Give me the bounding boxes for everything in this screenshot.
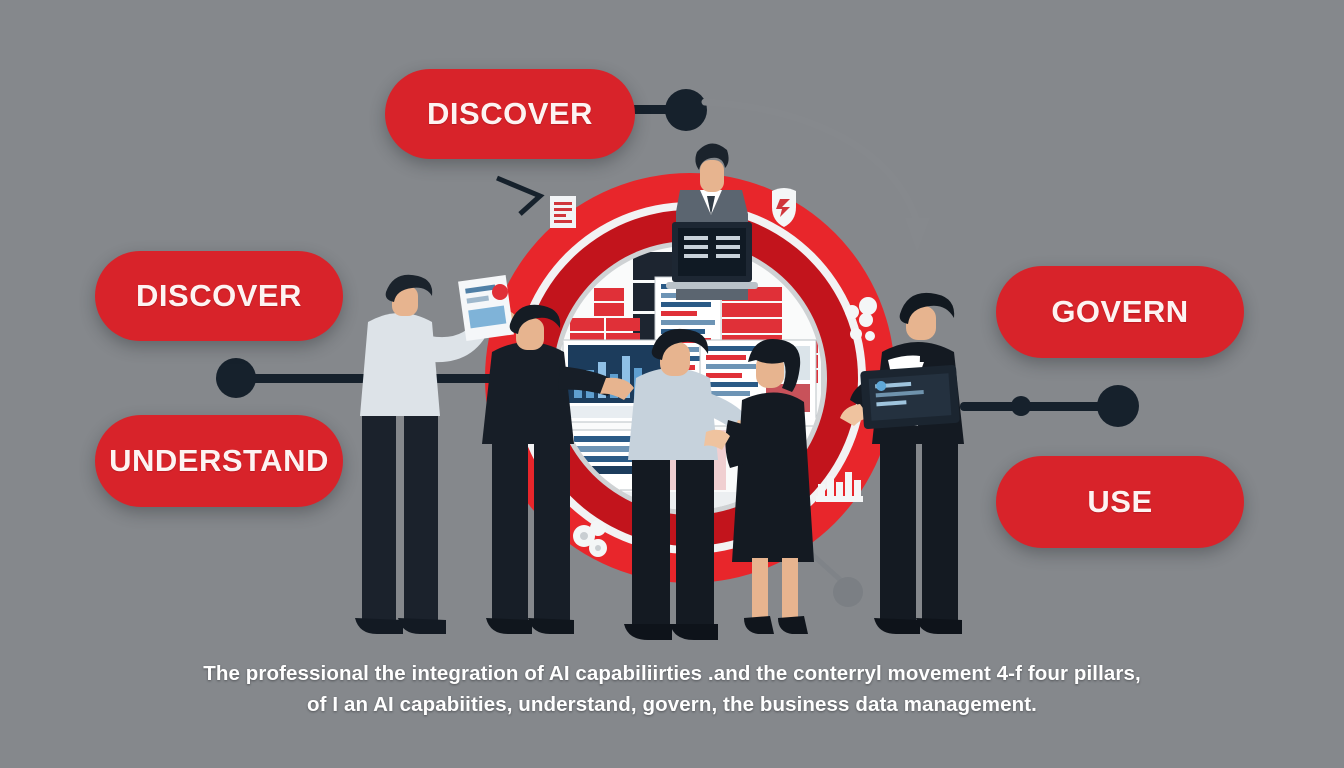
figure-presenter bbox=[666, 143, 758, 300]
figure-center-man bbox=[624, 328, 764, 640]
connector-dot-right-large bbox=[1097, 385, 1139, 427]
figure-tablet-man bbox=[840, 292, 964, 634]
document-icon bbox=[550, 196, 576, 228]
pillar-label: DISCOVER bbox=[427, 96, 593, 131]
pillar-govern[interactable]: GOVERN bbox=[996, 266, 1244, 358]
report-sheet-icon bbox=[458, 274, 514, 342]
connector-curved-arrow bbox=[701, 98, 930, 252]
pointer-stick bbox=[496, 175, 545, 216]
pillar-discover-top[interactable]: DISCOVER bbox=[385, 69, 635, 159]
pillar-understand[interactable]: UNDERSTAND bbox=[95, 415, 343, 507]
connector-right bbox=[960, 385, 1139, 427]
pillar-use[interactable]: USE bbox=[996, 456, 1244, 548]
connector-dot-left bbox=[216, 358, 256, 398]
arrow-head bbox=[905, 218, 930, 252]
connector-dot-bottom bbox=[833, 577, 863, 607]
pillar-label: DISCOVER bbox=[136, 278, 302, 313]
tablet-device bbox=[860, 364, 960, 430]
figure-woman bbox=[704, 338, 814, 634]
pillar-discover-left[interactable]: DISCOVER bbox=[95, 251, 343, 341]
connector-dot-right-small bbox=[1011, 396, 1031, 416]
figure-pointing-man bbox=[355, 274, 516, 634]
cloud-network-icon bbox=[845, 297, 877, 341]
connector-dot-top bbox=[665, 89, 707, 131]
pillar-label: USE bbox=[1087, 484, 1153, 519]
gear-cluster-icon bbox=[573, 520, 607, 557]
caption-line-2: of I an AI capabiities, understand, gove… bbox=[307, 693, 1037, 716]
caption-line-1: The professional the integration of AI c… bbox=[203, 662, 1141, 685]
city-skyline-icon bbox=[816, 472, 863, 502]
pillar-label: GOVERN bbox=[1051, 294, 1189, 329]
caption-block: The professional the integration of AI c… bbox=[162, 658, 1182, 720]
pillar-label: UNDERSTAND bbox=[109, 443, 329, 478]
shield-icon bbox=[772, 188, 796, 227]
figure-dark-suit-man bbox=[482, 304, 634, 634]
